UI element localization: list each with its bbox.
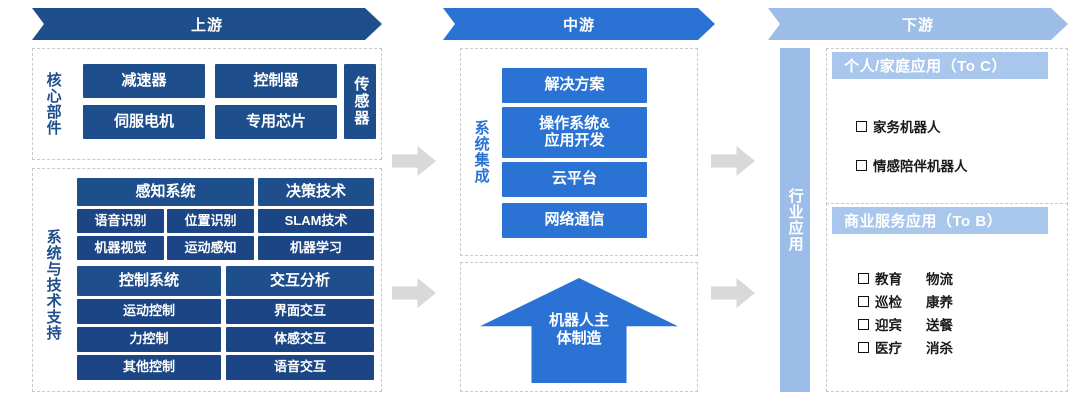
tile-control-system[interactable]: 控制系统 <box>77 266 221 296</box>
downstream-tob-row-2-left: 迎宾 <box>875 318 902 333</box>
tile-somatosensory-interaction[interactable]: 体感交互 <box>226 327 374 352</box>
tile-os-line1: 操作系统& <box>539 114 610 132</box>
tile-network-communication[interactable]: 网络通信 <box>502 203 647 238</box>
tile-slam-technology[interactable]: SLAM技术 <box>258 209 374 233</box>
tile-machine-learning[interactable]: 机器学习 <box>258 236 374 260</box>
arrow-upstream-to-midstream-bottom-icon <box>392 278 436 308</box>
downstream-tob-row-1[interactable]: 巡检 康养 <box>858 291 953 311</box>
arrow-upstream-to-midstream-top-icon <box>392 146 436 176</box>
arrow-midstream-to-downstream-bottom-icon <box>711 278 755 308</box>
checkbox-square-icon <box>858 341 869 353</box>
downstream-industry-application-rail: 行业应用 <box>780 48 810 392</box>
tile-other-control[interactable]: 其他控制 <box>77 355 221 380</box>
downstream-toc-item-0-label: 家务机器人 <box>873 120 941 135</box>
tile-controller[interactable]: 控制器 <box>215 64 337 98</box>
tile-sensor[interactable]: 传感器 <box>344 64 376 139</box>
checkbox-square-icon <box>856 159 867 171</box>
downstream-tob-row-0-left: 教育 <box>875 272 902 287</box>
tile-reducer[interactable]: 减速器 <box>83 64 205 98</box>
downstream-toc-item-1[interactable]: 情感陪伴机器人 <box>856 155 968 175</box>
checkbox-square-icon <box>858 318 869 330</box>
manufacturing-label-line2: 体制造 <box>556 330 602 348</box>
upstream-core-components-label: 核心部件 <box>44 72 62 136</box>
downstream-tob-title: 商业服务应用（To B） <box>832 207 1048 234</box>
tile-cloud-platform[interactable]: 云平台 <box>502 162 647 197</box>
downstream-tob-row-1-right: 康养 <box>926 295 953 310</box>
tile-position-recognition[interactable]: 位置识别 <box>167 209 254 233</box>
downstream-tob-row-0[interactable]: 教育 物流 <box>858 268 953 288</box>
tile-perception-system[interactable]: 感知系统 <box>77 178 254 206</box>
midstream-header: 中游 <box>443 8 715 40</box>
tile-os-line2: 应用开发 <box>544 131 605 149</box>
downstream-tob-row-0-right: 物流 <box>926 272 953 287</box>
upstream-header: 上游 <box>32 8 382 40</box>
downstream-tob-row-3[interactable]: 医疗 消杀 <box>858 337 953 357</box>
downstream-toc-title: 个人/家庭应用（To C） <box>832 52 1048 79</box>
downstream-tob-row-3-left: 医疗 <box>875 341 902 356</box>
tile-motion-perception[interactable]: 运动感知 <box>167 236 254 260</box>
tile-motion-control[interactable]: 运动控制 <box>77 299 221 324</box>
tile-dedicated-chip[interactable]: 专用芯片 <box>215 105 337 139</box>
tile-speech-recognition[interactable]: 语音识别 <box>77 209 164 233</box>
checkbox-square-icon <box>858 295 869 307</box>
downstream-tob-row-1-left: 巡检 <box>875 295 902 310</box>
downstream-tob-row-3-right: 消杀 <box>926 341 953 356</box>
tile-interaction-analysis[interactable]: 交互分析 <box>226 266 374 296</box>
arrow-midstream-to-downstream-top-icon <box>711 146 755 176</box>
tile-interface-interaction[interactable]: 界面交互 <box>226 299 374 324</box>
tile-solutions[interactable]: 解决方案 <box>502 68 647 103</box>
tile-force-control[interactable]: 力控制 <box>77 327 221 352</box>
tile-machine-vision[interactable]: 机器视觉 <box>77 236 164 260</box>
downstream-tob-row-2-right: 送餐 <box>926 318 953 333</box>
tile-os-and-app-development[interactable]: 操作系统& 应用开发 <box>502 107 647 158</box>
midstream-system-integration-label: 系统集成 <box>472 120 490 184</box>
downstream-toc-item-0[interactable]: 家务机器人 <box>856 116 941 136</box>
upstream-system-tech-label: 系统与技术支持 <box>44 229 62 341</box>
manufacturing-label-line1: 机器人主 <box>548 311 609 329</box>
tile-servo-motor[interactable]: 伺服电机 <box>83 105 205 139</box>
downstream-header: 下游 <box>768 8 1068 40</box>
checkbox-square-icon <box>858 272 869 284</box>
downstream-toc-item-1-label: 情感陪伴机器人 <box>873 159 968 174</box>
tile-decision-technology[interactable]: 决策技术 <box>258 178 374 206</box>
checkbox-square-icon <box>856 120 867 132</box>
tile-voice-interaction[interactable]: 语音交互 <box>226 355 374 380</box>
downstream-tob-row-2[interactable]: 迎宾 送餐 <box>858 314 953 334</box>
